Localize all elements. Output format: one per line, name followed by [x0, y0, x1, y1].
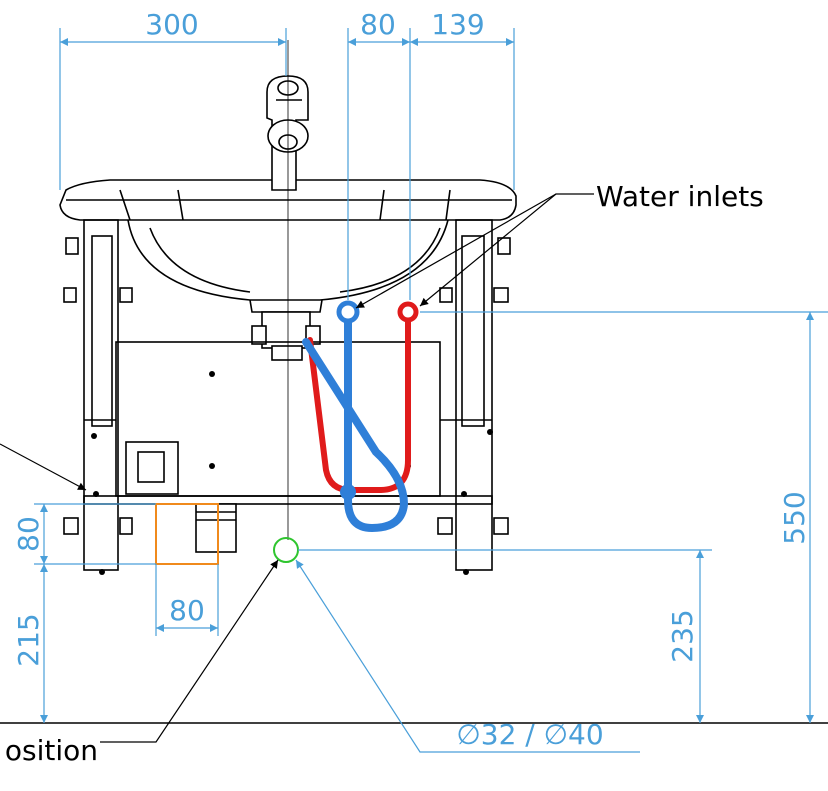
drain-zone	[155, 503, 219, 565]
leader-lines	[0, 193, 594, 743]
dim-left-floor-height: 215	[12, 613, 45, 666]
drain-position-marker	[273, 537, 299, 563]
dim-right-total-height: 550	[778, 491, 811, 544]
label-water-inlets: Water inlets	[596, 180, 764, 213]
sink-body	[59, 179, 517, 313]
dim-bottom-zone-width: 80	[169, 594, 205, 627]
cold-water-pipe	[302, 308, 409, 533]
hot-water-inlet	[397, 301, 419, 323]
dim-drain-diameter: ∅32 / ∅40	[456, 718, 603, 751]
dim-top-center-width: 80	[360, 8, 396, 41]
dim-top-right-width: 139	[431, 8, 484, 41]
hot-water-pipe	[307, 309, 411, 493]
dimension-lines	[34, 28, 828, 753]
frame	[63, 219, 511, 571]
pipe-crossing-joint	[340, 484, 356, 500]
dim-top-left-width: 300	[145, 8, 198, 41]
label-drain-position: osition	[5, 734, 98, 767]
cold-water-inlet	[336, 300, 360, 324]
dim-left-zone-height: 80	[12, 516, 45, 552]
dim-right-drain-height: 235	[666, 609, 699, 662]
faucet	[266, 75, 309, 191]
